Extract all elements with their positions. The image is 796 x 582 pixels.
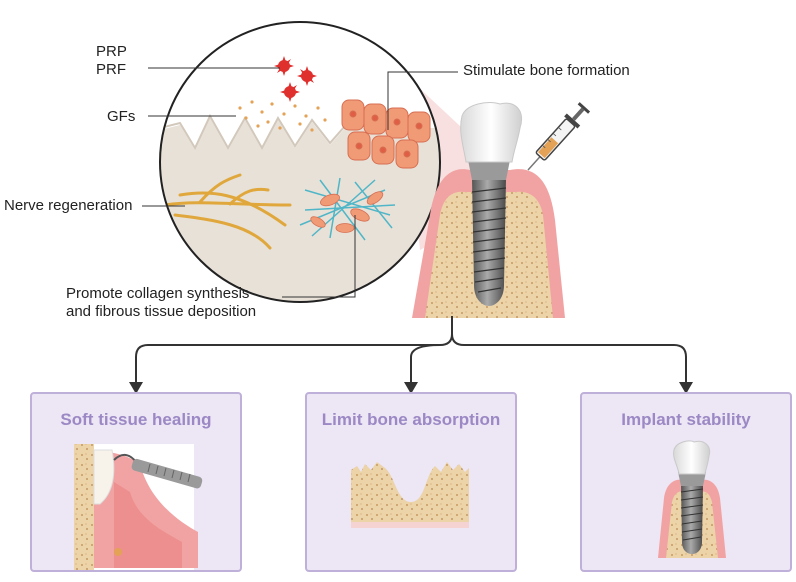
outcome-title: Implant stability (621, 410, 751, 429)
implant-crown (460, 102, 522, 163)
soft-tissue-illustration (74, 444, 203, 570)
outcome-box-soft-tissue-healing: Soft tissue healing (30, 392, 242, 572)
implant-abutment (468, 160, 510, 180)
implant-screw (471, 178, 507, 306)
branch-arrows (135, 316, 687, 384)
osteoblast-cells (341, 99, 431, 169)
platelets-icon (274, 56, 317, 102)
gum-inner (114, 482, 182, 568)
label-gfs: GFs (107, 108, 136, 125)
bone-absorption-illustration (351, 462, 469, 528)
mini-crown (673, 440, 711, 475)
leader-lines (142, 67, 458, 298)
label-nerve-regeneration: Nerve regeneration (4, 197, 133, 214)
outcome-title: Soft tissue healing (60, 410, 212, 429)
tissue-layer (160, 118, 440, 302)
label-collagen-line2: and fibrous tissue deposition (66, 303, 257, 320)
arrowheads (129, 382, 693, 394)
tooth-root (93, 449, 115, 505)
outcome-box-limit-bone-absorption: Limit bone absorption (305, 392, 517, 572)
growth-factor-dots (238, 100, 327, 132)
syringe-icon (527, 102, 591, 171)
bone-ridge (351, 462, 469, 522)
dental-probe-icon (113, 454, 203, 489)
fibroblast-cells (310, 191, 384, 233)
label-stimulate-bone-formation: Stimulate bone formation (463, 62, 630, 79)
label-prp: PRP (96, 43, 127, 60)
magnified-tissue-view (159, 21, 441, 303)
dental-implant-illustration (412, 102, 591, 318)
label-prf: PRF (96, 61, 126, 78)
label-collagen-line1: Promote collagen synthesis (66, 285, 250, 302)
nerve-fibers (163, 173, 292, 250)
implant-stability-illustration (658, 440, 726, 558)
outcome-box-implant-stability: Implant stability (580, 392, 792, 572)
outcome-title: Limit bone absorption (321, 410, 501, 429)
